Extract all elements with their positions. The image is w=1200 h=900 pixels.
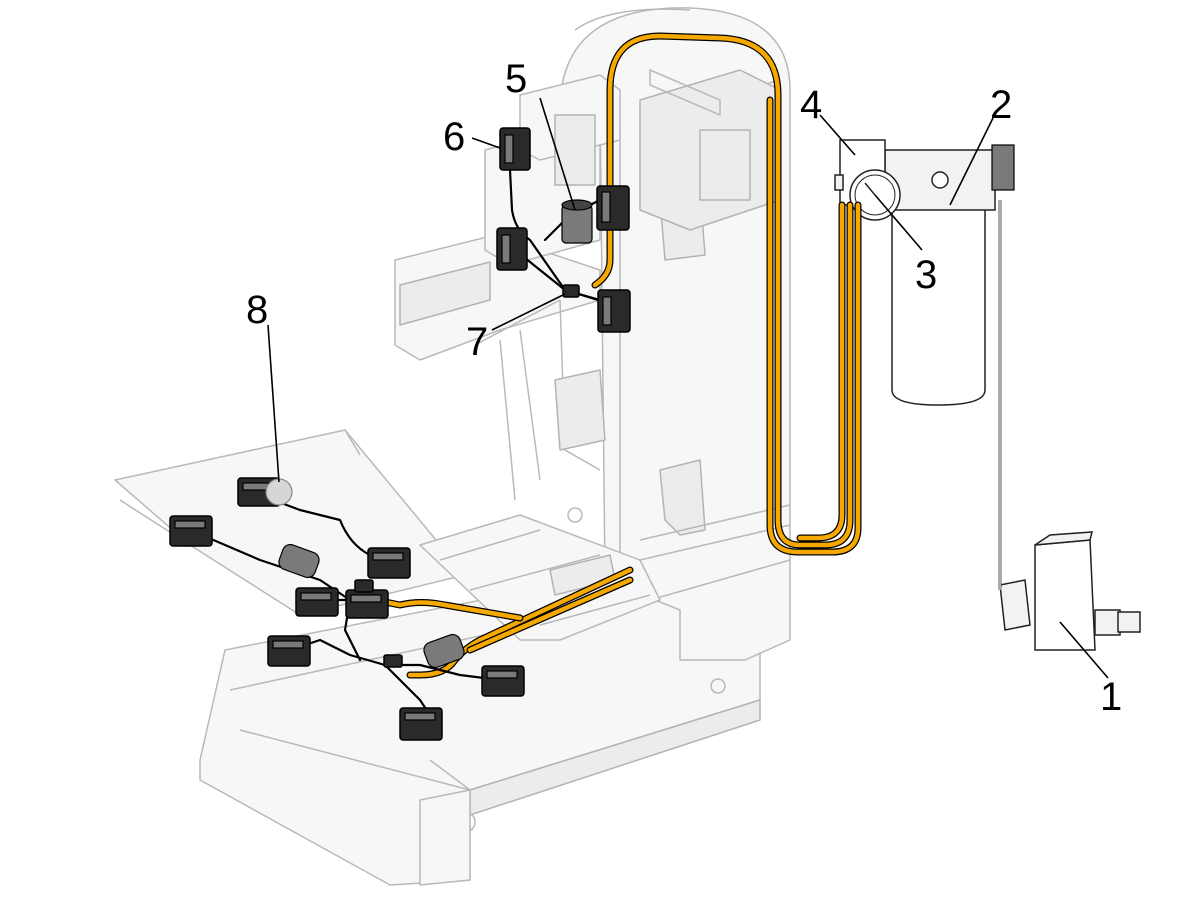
callout-4: 4: [800, 83, 822, 127]
bearing-block: [499, 127, 531, 171]
callout-8: 8: [246, 288, 268, 332]
ballscrew-nuts: [278, 199, 593, 669]
callout-1: 1: [1100, 675, 1122, 719]
callout-labels: 1 2 3 4 5 6 7 8: [246, 57, 1122, 719]
callout-3: 3: [915, 253, 937, 297]
bearing-block: [345, 589, 389, 619]
machine-column: [559, 7, 791, 661]
callout-7: 7: [466, 320, 488, 364]
leader-lines: [267, 97, 1109, 679]
bearing-block: [295, 587, 339, 617]
lube-point-highlight: [265, 478, 293, 506]
callout-6: 6: [443, 115, 465, 159]
oil-reservoir: [884, 144, 1015, 406]
machine-base: [199, 574, 761, 886]
callout-2: 2: [990, 83, 1012, 127]
bearing-block: [267, 635, 311, 667]
bearing-block: [169, 515, 213, 547]
distribution-manifold: [354, 284, 580, 668]
bearing-block: [399, 707, 443, 741]
bearing-block: [596, 185, 630, 231]
bearing-block: [367, 547, 411, 579]
bearing-block: [481, 665, 525, 697]
bearing-block: [496, 227, 528, 271]
callout-5: 5: [505, 57, 527, 101]
bearing-block: [597, 289, 631, 333]
pump-unit: [999, 531, 1141, 651]
